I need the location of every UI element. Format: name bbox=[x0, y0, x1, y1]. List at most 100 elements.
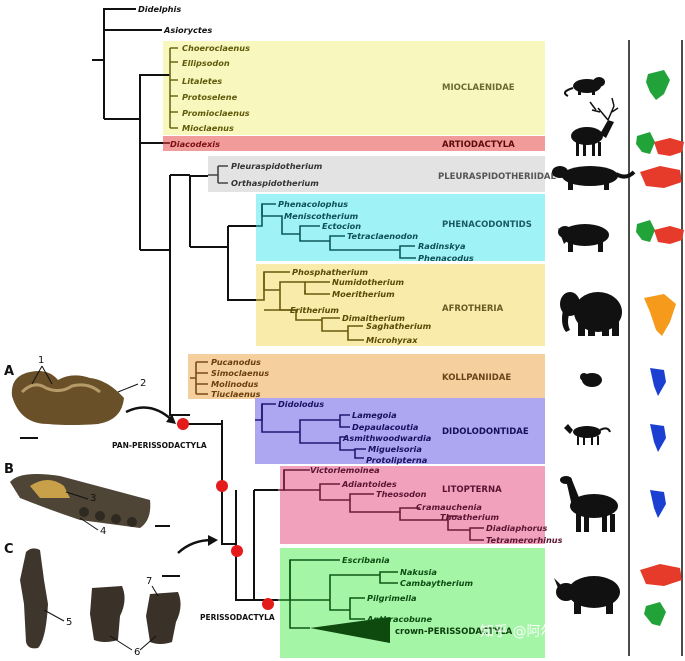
taxon-didelphis: Didelphis bbox=[138, 4, 181, 14]
callout-6: 6 bbox=[134, 647, 140, 658]
taxon-label: Saghatherium bbox=[366, 321, 432, 331]
rhino-silhouette bbox=[554, 576, 620, 614]
dog-silhouette bbox=[564, 424, 611, 445]
litopterna-tree bbox=[278, 469, 484, 541]
taxon-label: Ellipsodon bbox=[182, 58, 230, 68]
taxon-label: Moeritherium bbox=[332, 289, 395, 299]
taxon-diacodexis: Diacodexis bbox=[170, 139, 220, 149]
astragalus-photo bbox=[20, 548, 48, 649]
taxon-label: Thoatherium bbox=[440, 512, 500, 522]
panel-label-a: A bbox=[4, 364, 14, 379]
litopterna-box bbox=[280, 466, 545, 544]
arrowhead bbox=[166, 414, 176, 424]
south-america-map bbox=[650, 424, 666, 452]
afrotheria-box bbox=[256, 264, 545, 346]
arrow-to-pan-node bbox=[125, 406, 173, 421]
kollpaniidae-box bbox=[188, 354, 545, 399]
taxon-label: Protolipterna bbox=[366, 455, 427, 465]
mustelid-silhouette bbox=[552, 166, 636, 190]
clade-label-mioclaenidae: MIOCLAENIDAE bbox=[442, 83, 515, 93]
taxon-label: Mioclaenus bbox=[182, 123, 234, 133]
taxon-label: Choeroclaenus bbox=[182, 43, 250, 53]
taxon-label: Cambaytherium bbox=[400, 578, 474, 588]
artiodactyla-box bbox=[163, 136, 545, 151]
callout-line bbox=[31, 365, 43, 385]
callout-line bbox=[139, 635, 157, 651]
taxon-label: Asmithwoodwardia bbox=[342, 433, 431, 443]
callout-2: 2 bbox=[140, 378, 146, 389]
callout-line bbox=[65, 491, 89, 500]
clade-label-didolodontidae: DIDOLODONTIDAE bbox=[442, 427, 529, 437]
africa-map bbox=[644, 294, 676, 336]
mioclaenidae-tree bbox=[169, 47, 178, 129]
callout-line bbox=[109, 635, 133, 651]
callout-line bbox=[43, 609, 65, 622]
molar-tooth-photo bbox=[11, 371, 124, 425]
tapir-silhouette bbox=[558, 224, 609, 252]
taxon-label: Pilgrimella bbox=[367, 593, 417, 603]
taxon-label: Promioclaenus bbox=[182, 108, 250, 118]
taxon-label: Escribania bbox=[342, 555, 390, 565]
north-america-map bbox=[646, 70, 670, 100]
taxon-label: Numidotherium bbox=[332, 277, 404, 287]
taxon-label: Tetramerorhinus bbox=[486, 535, 563, 545]
perissodactyla-tree bbox=[278, 559, 398, 629]
phenacodontids-tree bbox=[256, 203, 416, 259]
north-america-map bbox=[636, 132, 655, 154]
arrow-to-periss-node bbox=[177, 538, 213, 554]
arrowhead bbox=[208, 535, 218, 546]
node-kollpa-didolo bbox=[216, 480, 228, 492]
taxon-label: Adiantoides bbox=[341, 479, 397, 489]
north-america-map bbox=[636, 220, 655, 242]
callout-1: 1 bbox=[38, 355, 44, 366]
taxon-label: Anthracobune bbox=[366, 614, 432, 624]
callout-line bbox=[79, 517, 99, 531]
pleuraspidotheriidae-tree bbox=[208, 165, 228, 184]
taxon-label: Lamegoia bbox=[352, 410, 397, 420]
pleuraspidotheriidae-box bbox=[208, 156, 545, 192]
eurasia-map bbox=[640, 166, 682, 188]
taxon-label: Nakusia bbox=[400, 567, 437, 577]
clade-label-afrotheria: AFROTHERIA bbox=[442, 304, 504, 314]
callout-3: 3 bbox=[90, 493, 96, 504]
callout-7: 7 bbox=[146, 576, 152, 587]
jaw-photo bbox=[10, 474, 151, 528]
taxon-label: Ectocion bbox=[322, 221, 361, 231]
callout-line bbox=[41, 365, 53, 385]
clade-label-litopterna: LITOPTERNA bbox=[442, 485, 502, 495]
watermark-text: 知乎 @阿尔萨斯肉丸 bbox=[480, 623, 610, 640]
node-label-pan-perissodactyla: PAN-PERISSODACTYLA bbox=[112, 441, 207, 450]
taxon-label: Phenacolophus bbox=[278, 199, 348, 209]
reindeer-silhouette bbox=[571, 97, 619, 156]
clade-label-pleuraspidotheriidae: PLEURASPIDOTHERIIDAE bbox=[438, 172, 556, 182]
taxon-label: Litaletes bbox=[182, 76, 222, 86]
macrauchenia-silhouette bbox=[560, 476, 618, 532]
taxon-label: Orthaspidotherium bbox=[231, 178, 319, 188]
clade-label-phenacodontids: PHENACODONTIDS bbox=[442, 220, 532, 230]
rodent-silhouette bbox=[563, 77, 605, 97]
taxon-label: Radinskya bbox=[418, 241, 466, 251]
clade-label-kollpaniidae: KOLLPANIIDAE bbox=[442, 373, 511, 383]
mioclaenidae-box bbox=[163, 41, 545, 135]
taxon-label: Dimaitherium bbox=[342, 313, 405, 323]
taxon-label: Pleuraspidotherium bbox=[231, 161, 323, 171]
north-america-map bbox=[644, 602, 666, 626]
hamster-silhouette bbox=[580, 373, 602, 387]
callout-line bbox=[117, 383, 139, 393]
south-america-map bbox=[650, 490, 666, 518]
south-america-map bbox=[650, 368, 666, 396]
taxon-asioryctes: Asioryctes bbox=[163, 25, 212, 35]
taxon-label: Didolodus bbox=[278, 399, 324, 409]
taxon-label: Phosphatherium bbox=[292, 267, 369, 277]
elephant-silhouette bbox=[560, 292, 622, 336]
node-litop-periss bbox=[231, 545, 243, 557]
node-label-perissodactyla: PERISSODACTYLA bbox=[200, 613, 275, 622]
taxon-label: Simoclaenus bbox=[211, 368, 269, 378]
callout-4: 4 bbox=[100, 526, 106, 537]
didolodontidae-box bbox=[255, 398, 545, 464]
taxon-label: Depaulacoutia bbox=[352, 422, 418, 432]
taxon-label: Eritherium bbox=[290, 305, 339, 315]
taxon-label: Diadiaphorus bbox=[486, 523, 548, 533]
taxon-label: Microhyrax bbox=[366, 335, 418, 345]
